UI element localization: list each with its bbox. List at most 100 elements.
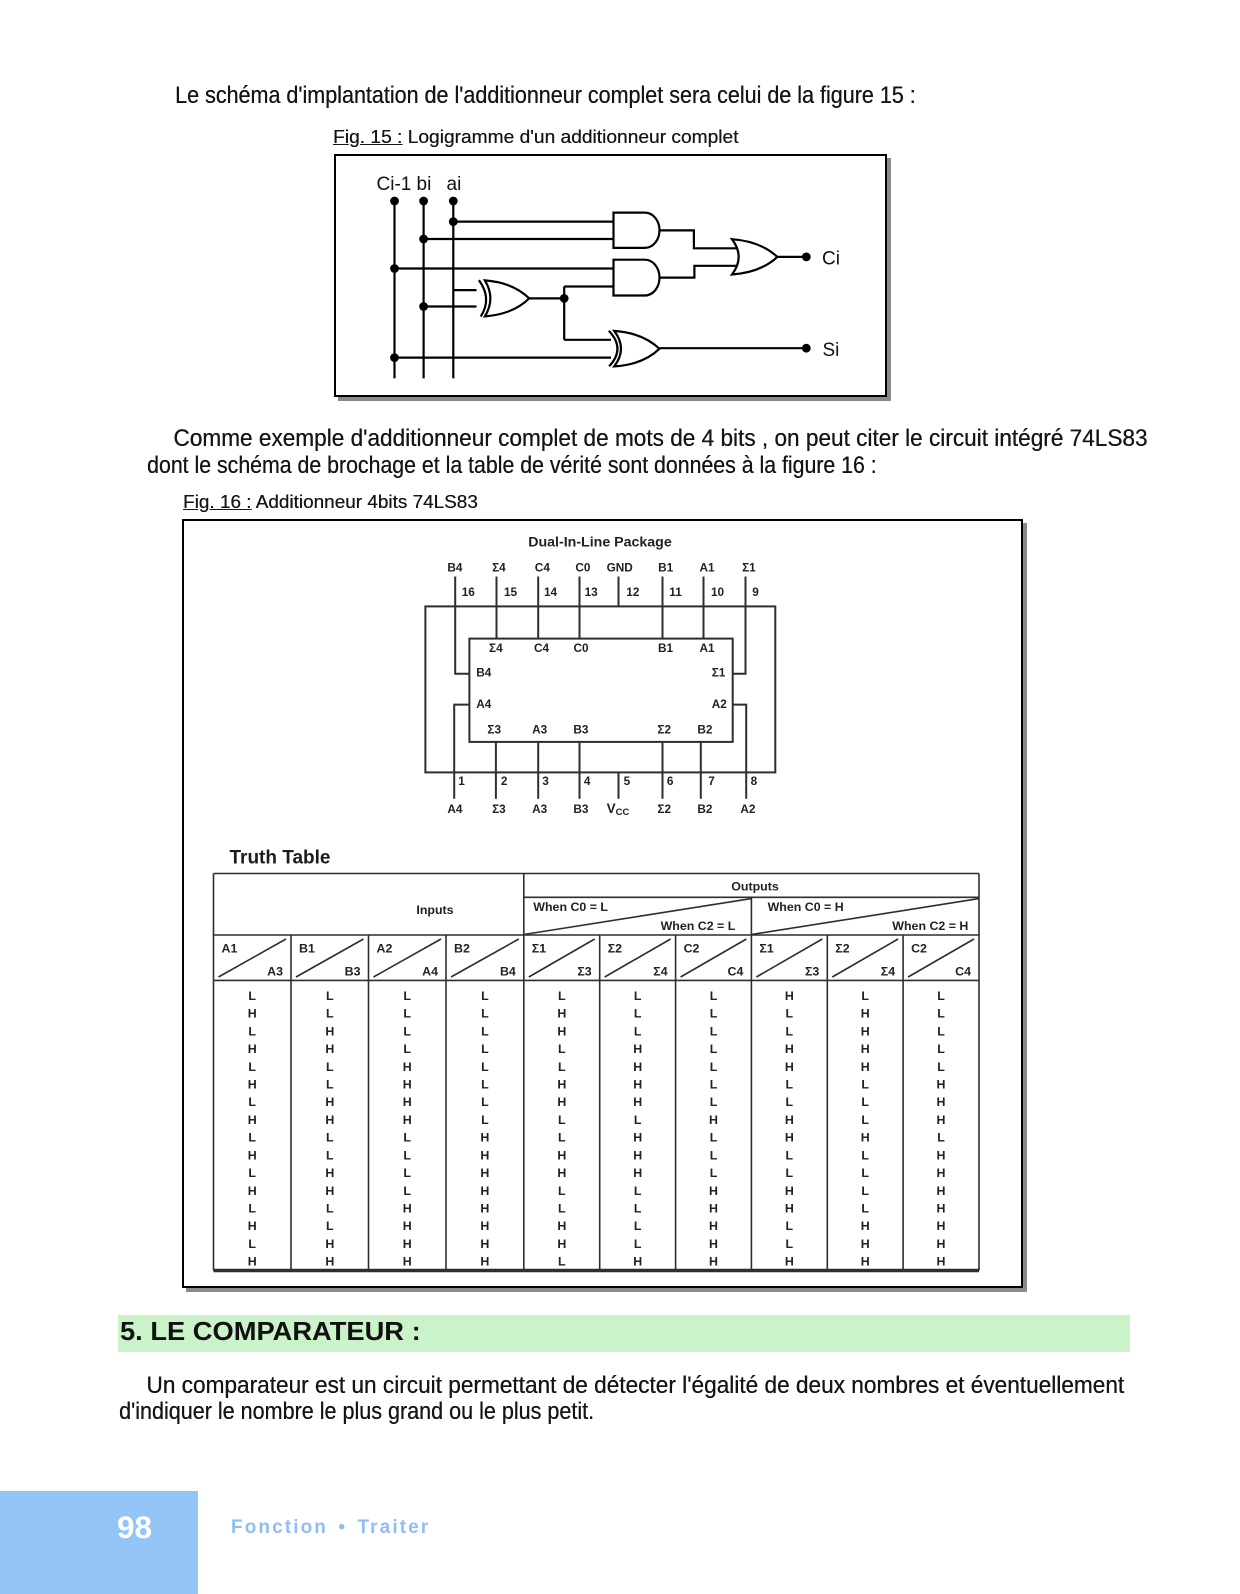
svg-text:H: H xyxy=(861,1007,870,1021)
svg-text:L: L xyxy=(326,1007,334,1021)
svg-text:B1: B1 xyxy=(299,942,315,956)
svg-text:H: H xyxy=(785,1042,794,1056)
svg-text:L: L xyxy=(634,1113,642,1127)
svg-text:Σ4: Σ4 xyxy=(492,561,506,575)
svg-text:L: L xyxy=(558,1060,566,1074)
svg-text:L: L xyxy=(558,1113,566,1127)
svg-text:H: H xyxy=(248,1219,257,1233)
svg-text:L: L xyxy=(558,1042,566,1056)
svg-text:H: H xyxy=(480,1131,489,1145)
svg-text:L: L xyxy=(326,1060,334,1074)
svg-text:L: L xyxy=(634,1202,642,1216)
svg-text:H: H xyxy=(937,1078,946,1092)
svg-text:H: H xyxy=(633,1060,642,1074)
svg-text:H: H xyxy=(557,1237,566,1251)
svg-text:H: H xyxy=(325,1042,334,1056)
svg-text:L: L xyxy=(558,1131,566,1145)
svg-text:H: H xyxy=(557,1095,566,1109)
svg-text:Dual-In-Line Package: Dual-In-Line Package xyxy=(528,534,672,550)
svg-text:L: L xyxy=(861,1113,869,1127)
svg-text:Ci: Ci xyxy=(822,249,840,270)
svg-text:7: 7 xyxy=(708,774,715,788)
svg-text:H: H xyxy=(248,1007,257,1021)
svg-text:A4: A4 xyxy=(447,802,463,816)
svg-text:L: L xyxy=(248,1024,256,1038)
svg-text:H: H xyxy=(325,1095,334,1109)
svg-text:C4: C4 xyxy=(534,641,550,655)
svg-text:H: H xyxy=(325,1113,334,1127)
svg-text:H: H xyxy=(480,1202,489,1216)
svg-text:A3: A3 xyxy=(267,965,283,979)
svg-text:L: L xyxy=(248,1095,256,1109)
svg-text:B3: B3 xyxy=(345,965,361,979)
svg-text:A3: A3 xyxy=(532,802,548,816)
svg-text:L: L xyxy=(558,1184,566,1198)
svg-text:H: H xyxy=(480,1255,489,1269)
svg-text:L: L xyxy=(786,1007,794,1021)
svg-text:5: 5 xyxy=(624,774,631,788)
svg-text:L: L xyxy=(403,1007,411,1021)
svg-text:Σ2: Σ2 xyxy=(608,942,622,956)
svg-text:L: L xyxy=(861,1202,869,1216)
svg-text:H: H xyxy=(403,1095,412,1109)
svg-text:L: L xyxy=(786,1148,794,1162)
svg-text:L: L xyxy=(326,989,334,1003)
svg-text:B1: B1 xyxy=(658,641,674,655)
svg-text:H: H xyxy=(709,1184,718,1198)
svg-text:Σ2: Σ2 xyxy=(657,722,671,736)
svg-text:16: 16 xyxy=(462,585,476,599)
svg-text:L: L xyxy=(634,1219,642,1233)
svg-text:L: L xyxy=(861,1166,869,1180)
svg-text:H: H xyxy=(709,1255,718,1269)
svg-text:H: H xyxy=(785,1184,794,1198)
svg-text:L: L xyxy=(786,1166,794,1180)
svg-text:H: H xyxy=(861,1237,870,1251)
svg-text:H: H xyxy=(480,1184,489,1198)
svg-text:L: L xyxy=(710,989,718,1003)
svg-text:L: L xyxy=(403,989,411,1003)
svg-text:L: L xyxy=(937,1007,945,1021)
svg-text:C4: C4 xyxy=(728,965,744,979)
svg-text:H: H xyxy=(937,1219,946,1233)
svg-text:6: 6 xyxy=(667,774,674,788)
svg-text:Σ4: Σ4 xyxy=(653,965,667,979)
svg-text:H: H xyxy=(248,1184,257,1198)
svg-text:Σ3: Σ3 xyxy=(492,802,506,816)
svg-text:H: H xyxy=(709,1219,718,1233)
svg-text:9: 9 xyxy=(752,585,759,599)
svg-text:H: H xyxy=(403,1078,412,1092)
svg-text:L: L xyxy=(710,1042,718,1056)
svg-text:H: H xyxy=(557,1219,566,1233)
svg-text:L: L xyxy=(481,1060,489,1074)
svg-text:H: H xyxy=(633,1148,642,1162)
svg-text:L: L xyxy=(403,1166,411,1180)
svg-text:L: L xyxy=(786,1095,794,1109)
svg-text:H: H xyxy=(248,1113,257,1127)
svg-text:H: H xyxy=(633,1078,642,1092)
svg-text:L: L xyxy=(248,1060,256,1074)
svg-text:When C0 = H: When C0 = H xyxy=(768,900,844,914)
svg-text:14: 14 xyxy=(544,585,558,599)
svg-text:1: 1 xyxy=(458,774,465,788)
svg-text:Si: Si xyxy=(823,340,840,361)
svg-text:H: H xyxy=(861,1060,870,1074)
svg-text:4: 4 xyxy=(584,774,591,788)
svg-text:C2: C2 xyxy=(684,942,700,956)
svg-text:H: H xyxy=(633,1255,642,1269)
svg-text:H: H xyxy=(403,1113,412,1127)
svg-text:A1: A1 xyxy=(700,561,716,575)
svg-text:L: L xyxy=(634,1184,642,1198)
svg-text:Σ4: Σ4 xyxy=(881,965,895,979)
svg-text:L: L xyxy=(403,1148,411,1162)
svg-text:H: H xyxy=(325,1237,334,1251)
svg-text:B4: B4 xyxy=(500,965,516,979)
svg-text:L: L xyxy=(558,1255,566,1269)
svg-text:L: L xyxy=(710,1078,718,1092)
svg-text:L: L xyxy=(326,1202,334,1216)
svg-text:L: L xyxy=(937,1131,945,1145)
svg-text:H: H xyxy=(248,1078,257,1092)
svg-text:L: L xyxy=(403,1184,411,1198)
svg-text:L: L xyxy=(248,1202,256,1216)
svg-text:L: L xyxy=(481,1024,489,1038)
svg-text:C4: C4 xyxy=(535,561,551,575)
